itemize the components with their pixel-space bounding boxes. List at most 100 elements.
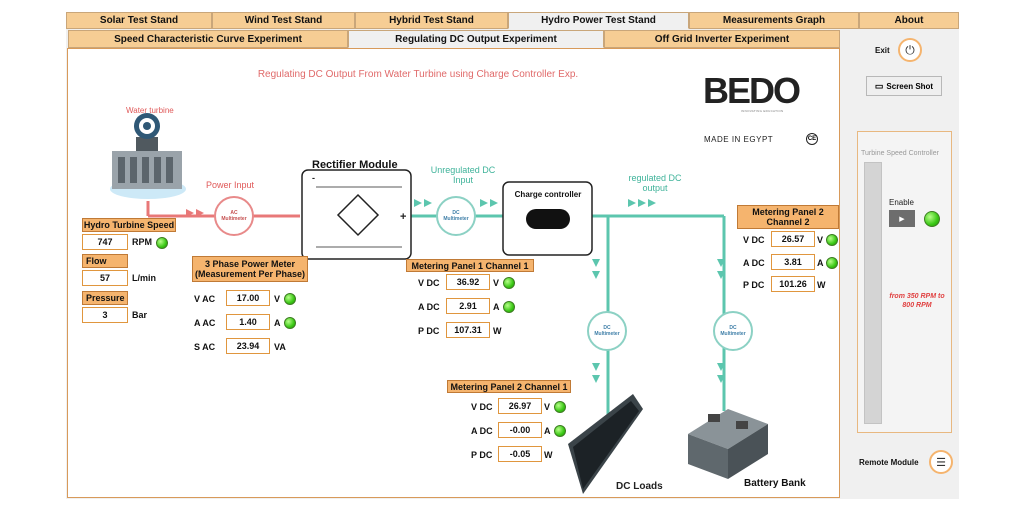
turbine-speed-value: 747 [82,234,128,250]
meter-row-unit: A [493,302,500,312]
turbine-speed-led [156,237,168,249]
meter-row-label: V DC [418,278,440,288]
screenshot-button[interactable]: ▭ Screen Shot [866,76,942,96]
meter-row-value: 26.57 [771,231,815,247]
tab-hydro-power-test-stand[interactable]: Hydro Power Test Stand [508,12,689,29]
dc-arrow [628,199,636,207]
meter-row-unit: V [274,294,281,304]
app-window: Solar Test Stand Wind Test Stand Hybrid … [66,12,959,499]
meter-row-unit: W [544,450,553,460]
turbine-speed-unit: RPM [132,237,152,247]
tab-solar-test-stand[interactable]: Solar Test Stand [66,12,212,29]
meter-row-led [284,317,296,329]
meter-row-led [503,301,515,313]
charge-controller-icon [526,209,570,229]
meter-row-label: A DC [418,302,440,312]
dc-arrow [592,259,600,267]
pressure-unit: Bar [132,310,148,320]
dc-arrow [480,199,488,207]
tab-hybrid-test-stand[interactable]: Hybrid Test Stand [355,12,508,29]
water-turbine-icon [110,113,186,199]
meter-row-value: 26.97 [498,398,542,414]
meter-row-unit: V [544,402,551,412]
dc-arrow [638,199,646,207]
pressure-value: 3 [82,307,128,323]
dc-arrow [592,375,600,383]
ce-mark: CE [806,133,818,145]
meter-row-led [503,277,515,289]
unregulated-dc-label: Unregulated DC Input [430,165,496,185]
speed-range-text: from 350 RPM to 800 RPM [889,293,945,309]
dc-arrow [717,259,725,267]
speed-slider-track[interactable] [864,162,882,424]
experiment-panel: Regulating DC Output From Water Turbine … [67,48,840,498]
power-arrow [186,209,194,217]
meter-row-led [284,293,296,305]
dc-arrow [717,271,725,279]
meter-row-unit: W [817,280,826,290]
meter-row-unit: VA [274,342,286,352]
meter-row-led [826,234,838,246]
camera-icon: ▭ [874,80,884,91]
meter-row-value: 23.94 [226,338,270,354]
meter-row-value: 36.92 [446,274,490,290]
meter-row-label: A DC [743,258,765,268]
power-off-icon[interactable]: ⏻ [898,38,922,62]
meter-row-label: P DC [471,450,493,460]
made-in-egypt: MADE IN EGYPT [704,135,774,144]
charge-controller-label: Charge controller [514,190,582,199]
meter-row-label: P DC [418,326,440,336]
meter-row-value: -0.05 [498,446,542,462]
tab-measurements-graph[interactable]: Measurements Graph [689,12,859,29]
pressure-title: Pressure [82,291,128,305]
meter-row-value: 2.91 [446,298,490,314]
speed-controller-title: Turbine Speed Controller [861,150,939,157]
power-arrow [196,209,204,217]
dc-arrow [717,363,725,371]
panel1-ch1-title: Metering Panel 1 Channel 1 [406,259,534,272]
turbine-speed-title: Hydro Turbine Speed [82,218,176,232]
panel2-ch1-title: Metering Panel 2 Channel 1 [447,380,571,393]
meter-row-value: 3.81 [771,254,815,270]
exit-label: Exit [875,46,890,55]
logo-text: BEDO [703,70,801,111]
flow-unit: L/min [132,273,156,283]
water-turbine-label: Water turbine [126,106,174,115]
subtab-regulating-dc-output[interactable]: Regulating DC Output Experiment [348,30,604,48]
meter-row-label: V DC [743,235,765,245]
meter-row-label: A AC [194,318,216,328]
enable-label: Enable [889,198,914,207]
three-phase-meter-title: 3 Phase Power Meter (Measurement Per Pha… [192,256,308,282]
rectifier-module-label: Rectifier Module [312,159,398,171]
sliders-icon[interactable]: ☰ [929,450,953,474]
subtab-speed-characteristic[interactable]: Speed Characteristic Curve Experiment [68,30,348,48]
meter-row-value: 101.26 [771,276,815,292]
tab-about[interactable]: About [859,12,959,29]
meter-row-value: 17.00 [226,290,270,306]
flow-title: Flow [82,254,128,268]
meter-row-label: V DC [471,402,493,412]
subtab-off-grid-inverter[interactable]: Off Grid Inverter Experiment [604,30,840,48]
dc-loads-label: DC Loads [616,481,663,492]
svg-text:-: - [312,173,315,183]
dc-arrow [490,199,498,207]
tab-wind-test-stand[interactable]: Wind Test Stand [212,12,355,29]
meter-row-label: A DC [471,426,493,436]
rectifier-box [301,169,412,260]
meter-row-led [826,257,838,269]
battery-bank-icon [688,409,768,479]
panel2-ch2-title: Metering Panel 2 Channel 2 [737,205,839,229]
dc-load-tv-icon [568,394,643,494]
enable-play-button[interactable]: ▶ [889,210,915,227]
meter-row-label: P DC [743,280,765,290]
power-input-label: Power Input [206,180,255,190]
meter-row-led [554,425,566,437]
dc-arrow [414,199,422,207]
meter-row-unit: A [544,426,551,436]
turbine-speed-controller-panel: Turbine Speed Controller Enable ▶ from 3… [857,131,952,433]
dc-arrow [592,271,600,279]
